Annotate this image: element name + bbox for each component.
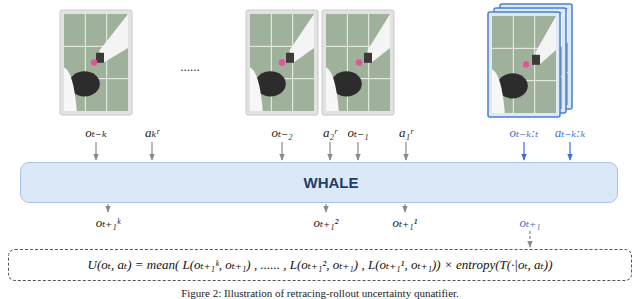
formula-box: U(oₜ, aₜ) = mean( L(oₜ₊₁ᵏ, oₜ₊₁) , .....… [8, 249, 632, 281]
observation-image [488, 12, 560, 117]
rollout-prediction: oₜ₊₁ᵏ [96, 215, 121, 230]
observation-label: oₜ₋₂ [271, 125, 292, 140]
flow-arrow [357, 142, 358, 160]
label-holder: oₜ₋ₖ [85, 123, 106, 141]
flow-arrow [569, 142, 570, 160]
label-holder: a₂ʳ [323, 123, 337, 141]
label-holder: aₖʳ [145, 123, 159, 141]
flow-arrow [95, 142, 96, 160]
observation-history-label: oₜ₋ₖ:ₜ [510, 125, 539, 140]
observation-image [246, 10, 318, 115]
flow-arrow [325, 204, 326, 212]
flow-arrow [404, 204, 405, 212]
action-label: aₖʳ [145, 125, 159, 140]
flow-arrow [107, 204, 108, 212]
observation-label: oₜ₋ₖ [85, 125, 106, 140]
observation-label: oₜ₋₁ [347, 125, 368, 140]
caption-holder: Figure 2: Illustration of retracing-roll… [0, 283, 640, 299]
action-label: a₁ʳ [399, 125, 413, 140]
observation-image [60, 10, 132, 115]
target-prediction: oₜ₊₁ [519, 215, 540, 230]
label-holder: oₜ₋₂ [271, 123, 292, 141]
flow-arrow [405, 142, 406, 160]
observation-image [322, 10, 394, 115]
label-holder: oₜ₋ₖ:ₜ [510, 123, 539, 141]
label-holder: aₜ₋ₖ:ₖ [555, 123, 585, 141]
uncertainty-formula: U(oₜ, aₜ) = mean( L(oₜ₊₁ᵏ, oₜ₊₁) , .....… [88, 257, 553, 273]
label-holder: oₜ₋₁ [347, 123, 368, 141]
label-holder: ...... [180, 57, 200, 75]
label-holder: oₜ₊₁ᵏ [96, 213, 121, 231]
figure-caption: Figure 2: Illustration of retracing-roll… [181, 287, 459, 299]
model-name: WHALE [304, 174, 359, 191]
flow-arrow [523, 142, 524, 160]
model-bar: WHALE [20, 162, 618, 203]
ellipsis: ...... [180, 59, 200, 74]
label-holder: oₜ₊₁² [314, 213, 339, 231]
flow-arrow [281, 142, 282, 160]
label-holder: oₜ₊₁ [519, 213, 540, 231]
action-label: a₂ʳ [323, 125, 337, 140]
rollout-prediction: oₜ₊₁² [314, 215, 339, 230]
action-sequence-label: aₜ₋ₖ:ₖ [555, 125, 585, 140]
flow-arrow [529, 231, 530, 247]
rollout-prediction: oₜ₊₁¹ [393, 215, 418, 230]
label-holder: a₁ʳ [399, 123, 413, 141]
label-holder: oₜ₊₁¹ [393, 213, 418, 231]
flow-arrow [151, 142, 152, 160]
flow-arrow [329, 142, 330, 160]
